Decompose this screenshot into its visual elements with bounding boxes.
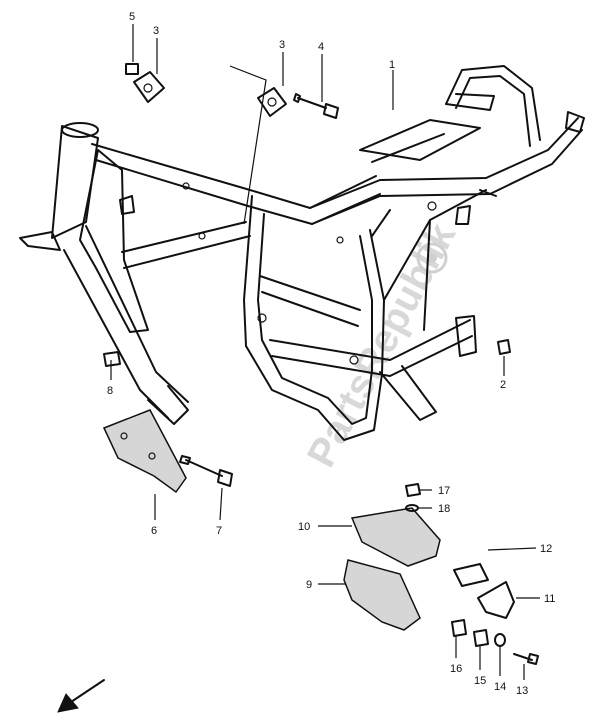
callout-15: 15 <box>474 675 486 687</box>
nut-8 <box>103 351 121 367</box>
callout-4: 4 <box>318 41 324 53</box>
callout-6: 6 <box>151 525 157 537</box>
footrest-cover-10 <box>350 507 441 567</box>
engine-mount-plate-left <box>133 71 165 103</box>
engine-mount-plate-right <box>257 87 287 117</box>
callout-11: 11 <box>544 593 555 605</box>
callout-labels: 1 2 3 3 4 5 6 7 8 9 10 11 12 13 14 15 16… <box>107 11 555 697</box>
callout-10: 10 <box>298 521 310 533</box>
callout-3: 3 <box>279 39 285 51</box>
callout-12: 12 <box>540 543 552 555</box>
callout-13: 13 <box>516 685 528 697</box>
footrest-cover-9 <box>343 559 421 631</box>
callout-3: 3 <box>153 25 159 37</box>
cushion-16 <box>451 619 467 637</box>
bracket-11 <box>477 581 515 619</box>
callout-2: 2 <box>500 379 506 391</box>
nut-5 <box>125 63 139 75</box>
callout-7: 7 <box>216 525 222 537</box>
bracket-12 <box>453 563 489 587</box>
callout-18: 18 <box>438 503 450 515</box>
bolt-7 <box>179 455 233 487</box>
bolt-4 <box>293 93 339 119</box>
callout-14: 14 <box>494 681 506 693</box>
nut-17 <box>405 483 421 497</box>
callout-17: 17 <box>438 485 450 497</box>
callout-16: 16 <box>450 663 462 675</box>
watermark-gear-icon <box>416 242 448 274</box>
callout-5: 5 <box>129 11 135 23</box>
leader-lines <box>110 24 540 680</box>
front-direction-arrow-icon <box>57 679 105 713</box>
callout-9: 9 <box>306 579 312 591</box>
cushion-rubber <box>497 339 511 355</box>
washer-14 <box>494 633 506 647</box>
spacer-15 <box>473 629 489 647</box>
bolt-13 <box>513 653 539 665</box>
callout-8: 8 <box>107 385 113 397</box>
callout-1: 1 <box>389 59 395 71</box>
skid-plate-6 <box>102 409 187 494</box>
main-frame <box>19 65 585 441</box>
